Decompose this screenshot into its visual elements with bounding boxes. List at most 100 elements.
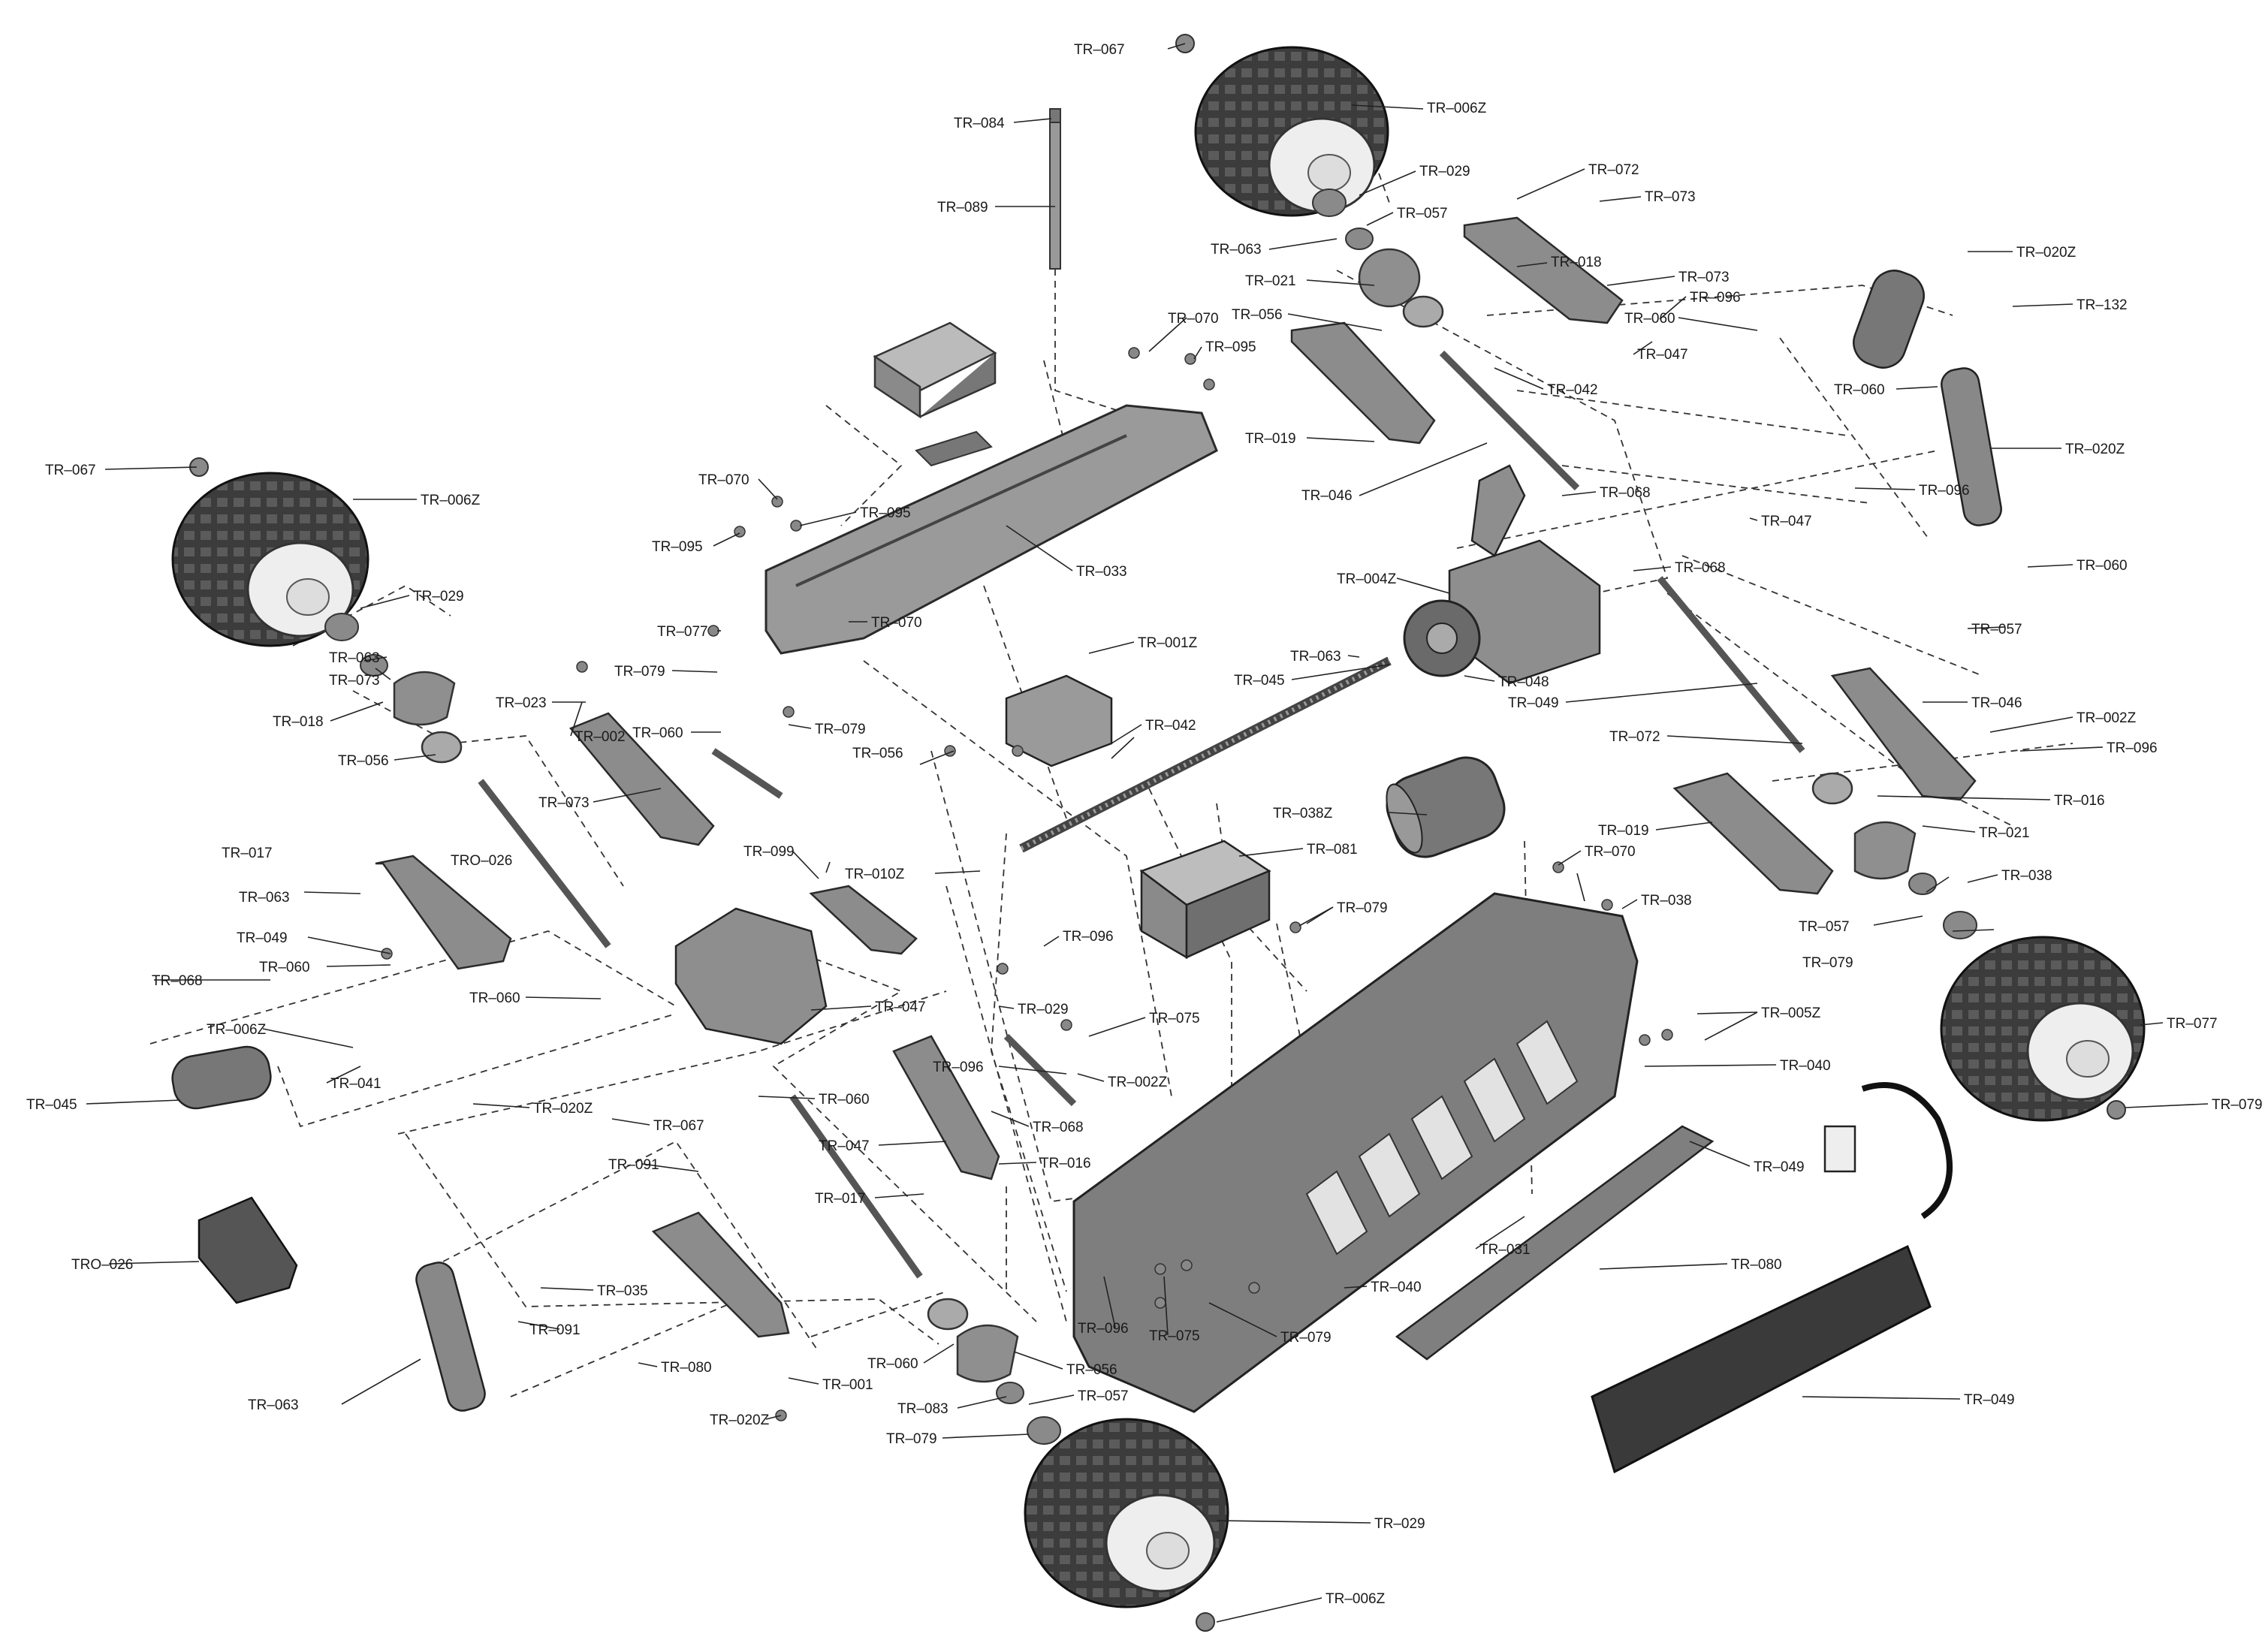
part-label: TR–091 [608, 1157, 659, 1173]
part-label: TR–096 [2107, 740, 2158, 756]
part-label: TR–075 [1149, 1011, 1200, 1026]
part-label: TR–047 [875, 999, 926, 1015]
part-label: TR–047 [819, 1138, 870, 1154]
part-label: TR–070 [871, 615, 922, 631]
part-label: TR–020Z [2065, 442, 2125, 457]
part-label: TR–063 [329, 650, 380, 666]
part-label: TR–021 [1245, 273, 1296, 289]
part-label: TR–019 [1598, 823, 1649, 839]
part-label: TR–070 [1168, 311, 1219, 327]
part-label: TR–029 [1374, 1516, 1425, 1532]
part-label: TR–067 [45, 463, 96, 478]
part-label: TR–049 [1508, 695, 1559, 711]
part-label: TR–018 [273, 714, 324, 730]
part-label: TR–073 [1678, 270, 1730, 285]
part-label: TR–077 [657, 624, 708, 640]
part-label: TR–096 [933, 1060, 984, 1075]
part-label: TR–019 [1245, 431, 1296, 447]
part-label: TR–020Z [2016, 245, 2076, 261]
part-label: TR–070 [1585, 844, 1636, 860]
part-label: TR–045 [1234, 673, 1285, 689]
part-label: TR–084 [954, 116, 1005, 131]
part-label: TR–072 [1609, 729, 1660, 745]
top-wheel [1194, 46, 1389, 217]
right-wheel [1940, 936, 2146, 1122]
shocks [171, 270, 2002, 1412]
part-label: TR–057 [1397, 206, 1448, 222]
part-label: TR–079 [2212, 1097, 2263, 1113]
part-label: TR–046 [1971, 695, 2022, 711]
part-label: TR–079 [1802, 955, 1853, 971]
part-label: TR–072 [1588, 162, 1639, 178]
part-label: TR–002Z [1108, 1075, 1168, 1090]
part-label: TR–021 [1979, 825, 2030, 841]
part-label: TR–018 [1551, 255, 1602, 270]
main-chassis [1072, 892, 1639, 1413]
part-label: TR–067 [1074, 42, 1125, 58]
part-label: TR–060 [1624, 311, 1675, 327]
battery-pack [1591, 1082, 1953, 1474]
part-labels: TR–067 TR–006Z TR–084 TR–089 TR–029 TR–0… [26, 42, 2263, 1607]
part-label: TR–038 [1641, 893, 1692, 909]
part-label: TR–040 [1371, 1280, 1422, 1295]
part-label: TR–081 [1307, 842, 1358, 858]
part-label: TR–057 [1799, 919, 1850, 935]
part-label: TR–079 [815, 722, 866, 737]
parts-artwork [171, 34, 2146, 1632]
part-label: TR–089 [937, 200, 988, 216]
part-label: TR–079 [886, 1431, 937, 1447]
part-label: TR–049 [237, 930, 288, 946]
part-label: TR–096 [1919, 483, 1970, 499]
part-label: TR–079 [614, 664, 665, 680]
part-label: TR–038Z [1273, 806, 1333, 821]
part-label: TR–047 [1637, 347, 1688, 363]
part-label: TRO–026 [451, 853, 512, 869]
part-label: TR–042 [1547, 382, 1598, 398]
part-label: TR–048 [1498, 674, 1549, 690]
part-label: TR–096 [1078, 1321, 1129, 1337]
part-label: TR–079 [1337, 900, 1388, 916]
part-label: TR–006Z [207, 1022, 267, 1038]
part-label: TR–029 [1419, 164, 1470, 179]
part-label: TR–068 [1600, 485, 1651, 501]
part-label: TR–031 [1479, 1242, 1531, 1258]
part-label: TR–049 [1754, 1159, 1805, 1175]
part-label: TR–060 [632, 725, 683, 741]
part-label: TR–041 [330, 1076, 382, 1092]
part-label: TR–006Z [1326, 1591, 1386, 1607]
part-label: TR–056 [852, 746, 903, 761]
part-label: TR–017 [222, 846, 273, 861]
part-label: TR–095 [1205, 339, 1256, 355]
part-label: TR–005Z [1761, 1005, 1821, 1021]
part-label: TR–060 [259, 960, 310, 975]
part-label: TR–002Z [2076, 710, 2137, 726]
part-label: TR–080 [1731, 1257, 1782, 1273]
rear-gearbox [1403, 464, 1601, 685]
part-label: TR–040 [1780, 1058, 1831, 1074]
part-label: TR–095 [860, 505, 911, 521]
part-label: TR–073 [538, 795, 590, 811]
part-label: TR–002 [575, 729, 626, 745]
part-label: TR–063 [1211, 242, 1262, 258]
part-label: TR–029 [1018, 1002, 1069, 1017]
part-label: TR–029 [413, 589, 464, 604]
part-label: TR–132 [2076, 297, 2128, 313]
part-label: TR–060 [469, 990, 520, 1006]
part-label: TR–006Z [1427, 101, 1487, 116]
part-label: TR–063 [239, 890, 290, 906]
part-label: TR–068 [1675, 560, 1726, 576]
part-label: TR–035 [597, 1283, 648, 1299]
part-label: TR–057 [1078, 1388, 1129, 1404]
part-label: TR–020Z [533, 1101, 593, 1117]
part-label: TR–057 [1971, 622, 2022, 638]
part-label: TR–091 [529, 1322, 581, 1338]
part-label: TR–073 [329, 673, 380, 689]
part-label: TR–016 [1040, 1156, 1091, 1171]
part-label: TR–060 [1834, 382, 1885, 398]
part-label: TR–075 [1149, 1328, 1200, 1344]
part-label: TR–080 [661, 1360, 712, 1376]
part-label: TR–070 [698, 472, 749, 488]
leader-lines [86, 43, 2209, 1623]
part-label: TR–060 [867, 1356, 918, 1372]
